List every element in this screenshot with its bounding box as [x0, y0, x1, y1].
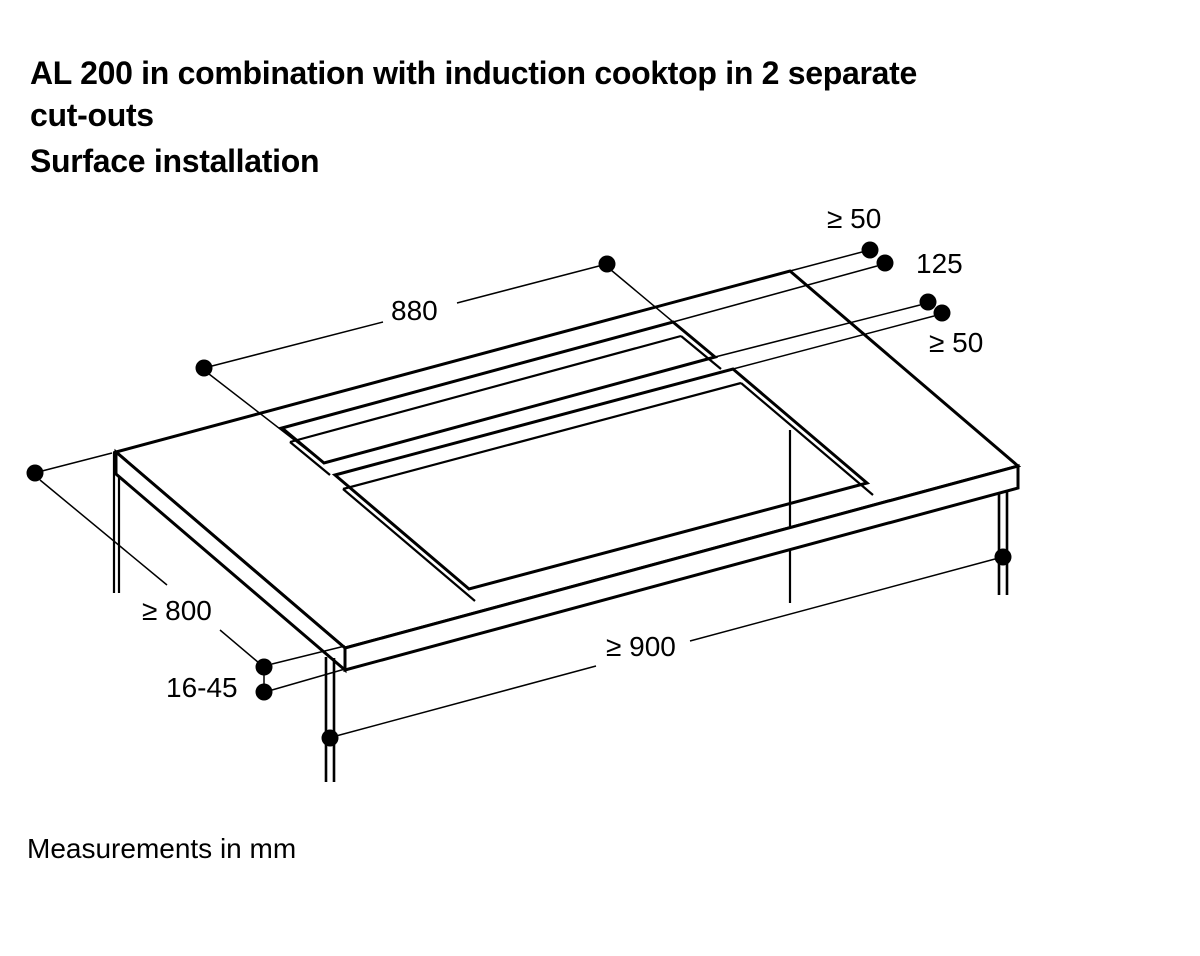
label-back-clearance: ≥ 50 — [827, 203, 881, 234]
slot-inner-back-edge — [289, 334, 682, 444]
dim-880-leaders — [208, 269, 716, 464]
dot-niche-right-leg — [994, 548, 1012, 566]
right-leg — [997, 492, 1009, 595]
page-subtitle: Surface installation — [30, 143, 319, 179]
dot-back-clearance-a — [861, 241, 879, 259]
cooktop-cutout — [331, 367, 871, 591]
dot-height-800 — [26, 464, 44, 482]
slot-inner-right-edge — [680, 335, 722, 370]
dim-900-line — [335, 558, 996, 737]
label-slot-depth: 125 — [916, 248, 963, 279]
leader-cooktop-back-edge — [732, 315, 935, 370]
dot-slot-depth-a — [919, 293, 937, 311]
worktop-drawing — [112, 269, 1022, 782]
cooktop-inner-left-edge — [342, 488, 476, 602]
dot-880-left — [195, 359, 213, 377]
leader-slot-back-edge — [672, 265, 878, 323]
dot-niche-left-leg — [321, 729, 339, 747]
page-title-line1: AL 200 in combination with induction coo… — [30, 55, 917, 91]
worktop-left-face — [114, 448, 347, 674]
cooktop-inner-back-edge — [342, 381, 742, 491]
dimension-lines — [39, 251, 996, 737]
slot-inner-left-edge — [289, 441, 331, 476]
dim-800-corner-leader — [41, 452, 113, 472]
dimension-dots — [26, 241, 1012, 747]
dot-thickness-top — [255, 658, 273, 676]
dimension-labels: ≥ 50 125 ≥ 50 880 ≥ 800 16-45 ≥ 900 — [142, 203, 983, 703]
label-worktop-thickness: 16-45 — [166, 672, 238, 703]
dot-thickness-bottom — [255, 683, 273, 701]
cooktop-inner-right-edge — [740, 382, 874, 496]
height-reference-lines — [112, 452, 121, 593]
label-worktop-height: ≥ 800 — [142, 595, 212, 626]
label-front-clearance: ≥ 50 — [929, 327, 983, 358]
leader-slot-front-edge — [714, 304, 921, 358]
label-cutout-width: 880 — [391, 295, 438, 326]
dim-800-diagonal-leader — [39, 479, 260, 664]
label-niche-width: ≥ 900 — [606, 631, 676, 662]
dot-slot-depth-b — [933, 304, 951, 322]
page-title-line2: cut-outs — [30, 97, 154, 133]
dot-880-right — [598, 255, 616, 273]
dot-back-clearance-b — [876, 254, 894, 272]
dim-880-line — [211, 265, 600, 367]
leader-worktop-back-edge — [789, 251, 863, 272]
left-leg — [324, 657, 336, 782]
measurements-note: Measurements in mm — [27, 833, 296, 864]
